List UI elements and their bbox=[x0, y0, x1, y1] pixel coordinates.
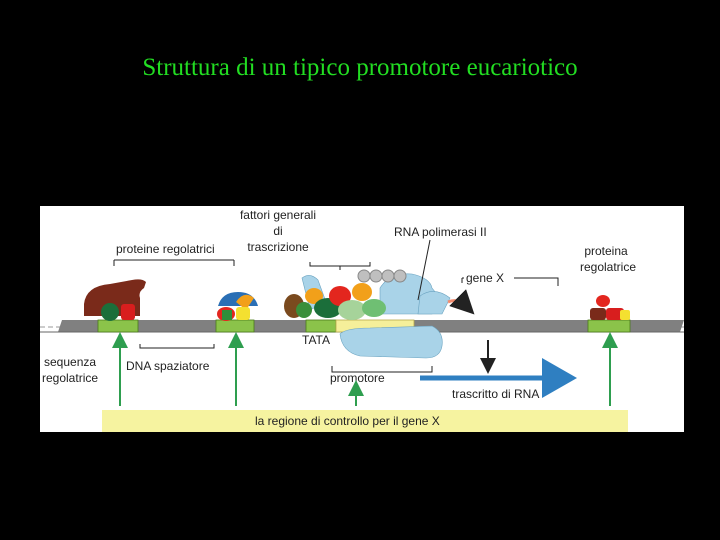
bracket-spacer-dna bbox=[139, 344, 215, 349]
regulatory-protein-3 bbox=[590, 295, 630, 320]
label-rna-transcript: trascritto di RNA bbox=[452, 387, 539, 401]
regulatory-site-2 bbox=[215, 319, 255, 333]
label-regulatory-protein-1: proteina bbox=[584, 244, 628, 258]
rna-polymerase-complex bbox=[284, 269, 475, 359]
regulatory-site-3 bbox=[587, 319, 631, 333]
label-regulatory-protein-2: regolatrice bbox=[580, 260, 636, 274]
label-general-factors-3: trascrizione bbox=[247, 240, 309, 254]
label-regulatory-proteins: proteine regolatrici bbox=[116, 242, 215, 256]
bracket-regulatory-proteins bbox=[113, 259, 235, 266]
label-general-factors-1: fattori generali bbox=[240, 208, 316, 222]
regulatory-protein-1 bbox=[84, 279, 146, 321]
label-tata: TATA bbox=[302, 333, 330, 347]
slide-title: Struttura di un tipico promotore eucario… bbox=[142, 54, 578, 81]
bracket-general-factors bbox=[309, 262, 371, 270]
regulatory-protein-2 bbox=[217, 292, 258, 321]
gene-x-span bbox=[514, 277, 559, 286]
label-rna-polymerase: RNA polimerasi II bbox=[394, 225, 487, 239]
label-general-factors-2: di bbox=[273, 224, 282, 238]
label-promoter: promotore bbox=[330, 371, 385, 385]
pointer-rna-polymerase bbox=[417, 239, 431, 301]
label-regulatory-sequence-2: regolatrice bbox=[42, 371, 98, 385]
promoter-diagram: fattori generali di trascrizione RNA pol… bbox=[40, 206, 684, 432]
label-gene-x: gene X bbox=[466, 271, 504, 285]
bracket-promoter bbox=[331, 366, 433, 373]
control-region-bar bbox=[102, 410, 628, 432]
tata-box bbox=[305, 319, 337, 333]
label-spacer-dna: DNA spaziatore bbox=[126, 359, 210, 373]
regulatory-site-1 bbox=[97, 319, 139, 333]
label-control-region: la regione di controllo per il gene X bbox=[255, 414, 440, 428]
label-regulatory-sequence-1: sequenza bbox=[44, 355, 96, 369]
